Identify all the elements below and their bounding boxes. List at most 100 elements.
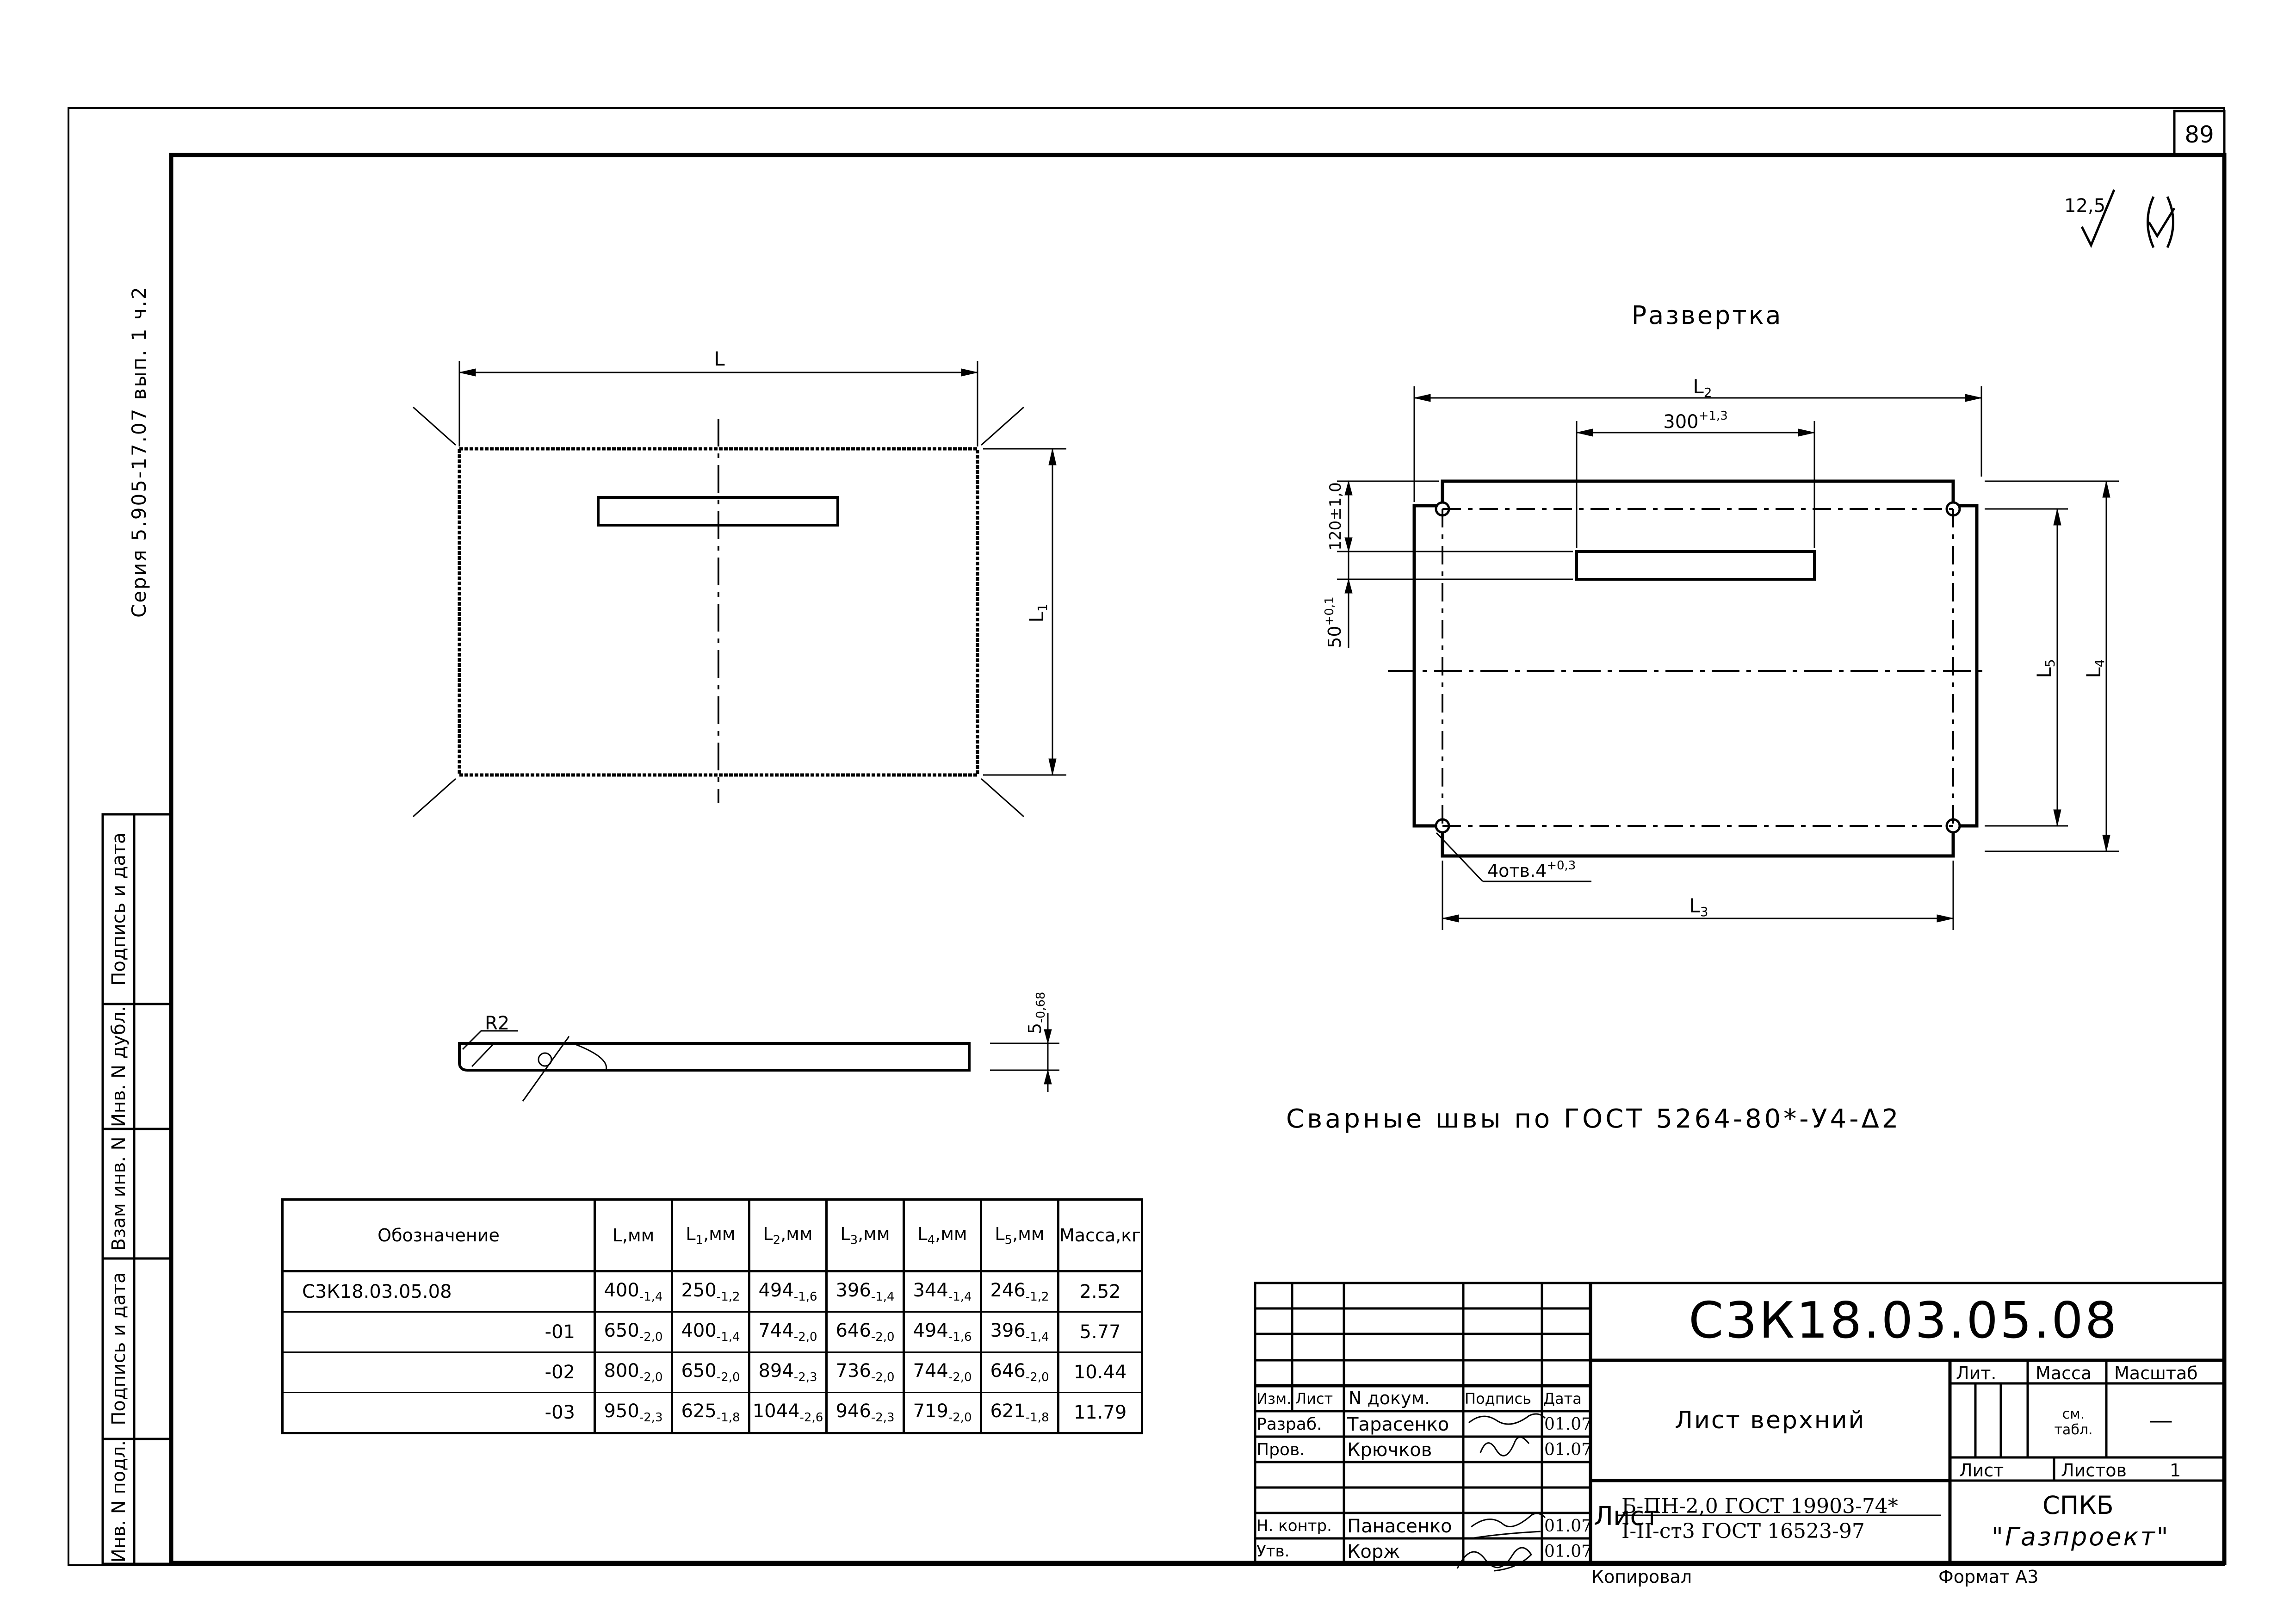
header-L2: L2,мм <box>748 1198 828 1272</box>
cell-designation: -02 <box>281 1351 596 1393</box>
left-margin-strip <box>101 813 173 1565</box>
role-prov: Пров. <box>1256 1440 1305 1459</box>
date-razrab: 01.07 <box>1544 1415 1592 1434</box>
date-prov: 01.07 <box>1544 1440 1592 1459</box>
col-header-list: Лист <box>1295 1390 1333 1407</box>
flat-pattern-slot <box>1575 550 1816 581</box>
cell-L1: 625-1,8 <box>671 1392 750 1434</box>
side-view <box>458 1013 1059 1102</box>
header-L: L,мм <box>594 1198 673 1272</box>
cell-L5: 396-1,4 <box>980 1311 1059 1353</box>
cell-L5: 246-1,2 <box>980 1270 1059 1313</box>
sheet-number: 89 <box>2185 121 2214 148</box>
cell-L2: 494-1,6 <box>748 1270 828 1313</box>
dim-label-300: 300+1,3 <box>1663 409 1728 433</box>
spec-table-header: Обозначение L,мм L1,мм L2,мм L3,мм L4,мм… <box>281 1198 1144 1272</box>
massa-value: см. табл. <box>2054 1406 2093 1438</box>
role-nkontr: Н. контр. <box>1256 1517 1332 1535</box>
margin-label-sign-date-bottom: Подпись и дата <box>108 1272 130 1425</box>
listov-value: 1 <box>2170 1460 2181 1481</box>
document-code: С3К18.03.05.08 <box>1689 1292 2119 1350</box>
dim-label-L1: L1 <box>1025 603 1050 622</box>
cell-L: 800-2,0 <box>594 1351 673 1393</box>
cell-L5: 646-2,0 <box>980 1351 1059 1393</box>
header-L4: L4,мм <box>903 1198 982 1272</box>
name-razrab: Тарасенко <box>1347 1414 1449 1435</box>
footer-format: Формат А3 <box>1938 1567 2039 1587</box>
dim-label-L2: L2 <box>1693 375 1712 400</box>
header-designation: Обозначение <box>281 1198 596 1272</box>
holes-label: 4отв.4+0,3 <box>1487 859 1576 881</box>
cell-L4: 744-2,0 <box>903 1351 982 1393</box>
header-L5: L5,мм <box>980 1198 1059 1272</box>
spec-table: Обозначение L,мм L1,мм L2,мм L3,мм L4,мм… <box>281 1198 1144 1434</box>
org-name-line1: СПКБ <box>2042 1491 2114 1520</box>
dim-label-L: L <box>714 347 725 370</box>
front-view <box>413 361 1066 818</box>
cell-L4: 494-1,6 <box>903 1311 982 1353</box>
signature-scribbles <box>1456 1413 1546 1572</box>
material-prefix: Лист <box>1594 1501 1659 1531</box>
table-row: С3К18.03.05.08 400-1,4 250-1,2 494-1,6 3… <box>281 1270 1144 1313</box>
col-header-date: Дата <box>1543 1390 1582 1407</box>
thickness-label: 5-0,68 <box>1025 992 1048 1034</box>
title-block-grid <box>1254 1282 2226 1564</box>
col-header-izm: Изм. <box>1256 1390 1292 1407</box>
cell-mass: 2.52 <box>1057 1270 1144 1313</box>
cell-mass: 11.79 <box>1057 1392 1144 1434</box>
roughness-icon <box>2080 189 2176 248</box>
cell-L2: 744-2,0 <box>748 1311 828 1353</box>
radius-label: R2 <box>485 1013 509 1034</box>
cell-L: 650-2,0 <box>594 1311 673 1353</box>
role-utv: Утв. <box>1256 1542 1290 1561</box>
cell-designation: -01 <box>281 1311 596 1353</box>
flat-pattern <box>1337 386 2119 930</box>
name-nkontr: Панасенко <box>1347 1516 1452 1537</box>
material-bottom: I-II-ст3 ГОСТ 16523-97 <box>1621 1519 1865 1543</box>
dim-label-L4: L4 <box>2082 659 2107 678</box>
listov-label: Листов <box>2061 1460 2127 1481</box>
masshtab-value: — <box>2149 1407 2173 1434</box>
cell-L5: 621-1,8 <box>980 1392 1059 1434</box>
massa-label: Масса <box>2036 1363 2092 1383</box>
masshtab-label: Масштаб <box>2114 1363 2198 1383</box>
cell-L3: 736-2,0 <box>825 1351 905 1393</box>
date-utv: 01.07 <box>1544 1542 1592 1561</box>
side-view-profile <box>458 1042 971 1072</box>
name-utv: Корж <box>1347 1541 1400 1562</box>
cell-L2: 894-2,3 <box>748 1351 828 1393</box>
cell-L3: 646-2,0 <box>825 1311 905 1353</box>
cell-L3: 946-2,3 <box>825 1392 905 1434</box>
header-L3: L3,мм <box>825 1198 905 1272</box>
col-header-doc: N докум. <box>1349 1388 1430 1408</box>
margin-label-inv-dubl: Инв. N дубл. <box>108 1006 130 1127</box>
role-razrab: Разраб. <box>1256 1415 1322 1434</box>
cell-designation: С3К18.03.05.08 <box>281 1270 596 1313</box>
cell-L: 400-1,4 <box>594 1270 673 1313</box>
footer-copied: Копировал <box>1591 1567 1692 1587</box>
material-top: Б-ПН-2,0 ГОСТ 19903-74* <box>1621 1494 1898 1518</box>
name-prov: Крючков <box>1347 1439 1432 1461</box>
flat-pattern-outline <box>1412 479 1979 858</box>
header-L1: L1,мм <box>671 1198 750 1272</box>
date-nkontr: 01.07 <box>1544 1517 1592 1536</box>
header-mass: Масса,кг <box>1057 1198 1144 1272</box>
razvertka-title: Развертка <box>1632 301 1783 330</box>
cell-L4: 719-2,0 <box>903 1392 982 1434</box>
cell-L2: 1044-2,6 <box>748 1392 828 1434</box>
cell-designation: -03 <box>281 1392 596 1434</box>
cell-L1: 250-1,2 <box>671 1270 750 1313</box>
roughness-value: 12,5 <box>2064 195 2105 217</box>
cell-L4: 344-1,4 <box>903 1270 982 1313</box>
weld-note: Сварные швы по ГОСТ 5264-80*-У4-Δ2 <box>1286 1104 1901 1134</box>
cell-L1: 400-1,4 <box>671 1311 750 1353</box>
cell-mass: 10.44 <box>1057 1351 1144 1393</box>
table-row: -01 650-2,0 400-1,4 744-2,0 646-2,0 494-… <box>281 1311 1144 1353</box>
margin-label-sign-date-top: Подпись и дата <box>108 832 130 986</box>
lit-label: Лит. <box>1956 1363 1997 1383</box>
table-row: -03 950-2,3 625-1,8 1044-2,6 946-2,3 719… <box>281 1392 1144 1434</box>
cell-L: 950-2,3 <box>594 1392 673 1434</box>
cell-mass: 5.77 <box>1057 1311 1144 1353</box>
series-label: Серия 5.905-17.07 вып. 1 ч.2 <box>128 285 150 618</box>
dim-label-L3: L3 <box>1689 894 1708 919</box>
